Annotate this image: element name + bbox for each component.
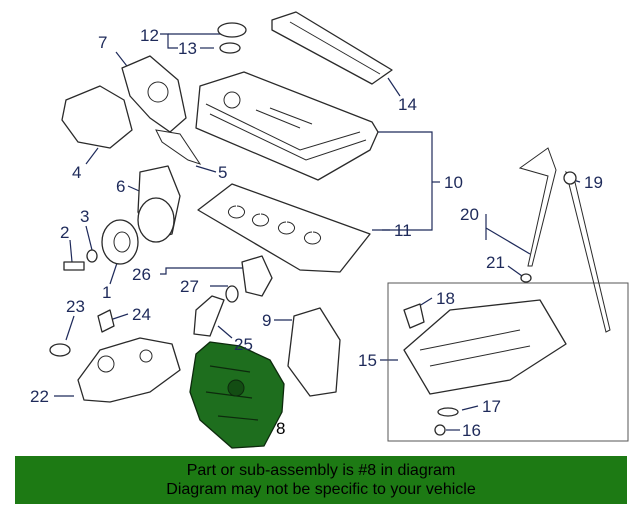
- notice-banner: Part or sub-assembly is #8 in diagram Di…: [15, 456, 627, 504]
- callout-19: 19: [584, 173, 603, 192]
- pulley-6: [137, 165, 181, 243]
- timing-cover-7: [121, 55, 187, 133]
- dipstick-19: [563, 170, 611, 333]
- callout-7: 7: [98, 33, 107, 52]
- cylinder-head: [195, 71, 379, 181]
- callout-27: 27: [180, 277, 199, 296]
- banner-line-part: Part or sub-assembly is #8 in diagram: [186, 462, 456, 479]
- callout-26: 26: [132, 265, 151, 284]
- oring-27: [225, 285, 239, 303]
- callout-20: 20: [460, 205, 479, 224]
- sensor-24: [97, 309, 115, 333]
- callout-24: 24: [132, 305, 151, 324]
- washer-3: [86, 249, 98, 263]
- callout-17: 17: [482, 397, 501, 416]
- valve-cover-gasket-11: [197, 183, 371, 273]
- valve-cover-14: [271, 11, 393, 85]
- callout-18: 18: [436, 289, 455, 308]
- callout-23: 23: [66, 297, 85, 316]
- gasket-5: [155, 129, 202, 165]
- callout-11: 11: [394, 221, 412, 240]
- callout-5: 5: [218, 163, 227, 182]
- callout-21: 21: [486, 253, 505, 272]
- oil-filter-25: [193, 295, 225, 337]
- callout-1: 1: [102, 283, 111, 302]
- callout-16: 16: [462, 421, 481, 440]
- callout-3: 3: [80, 207, 89, 226]
- dipstick-tube-20: [518, 147, 557, 267]
- crank-pulley-1: [101, 219, 139, 265]
- front-cover-8-highlighted: [189, 341, 285, 449]
- callout-13: 13: [178, 39, 197, 58]
- callout-10: 10: [444, 173, 463, 192]
- callout-8: 8: [276, 419, 285, 438]
- oil-pan-box-15: [387, 282, 629, 442]
- callout-15: 15: [358, 351, 377, 370]
- callout-6: 6: [116, 177, 125, 196]
- callout-labels: 12 13 7 14 4 5 6 10 11 2 3 1 26 27 25 24…: [30, 26, 603, 440]
- banner-line-disclaimer: Diagram may not be specific to your vehi…: [166, 481, 476, 498]
- oil-filter-housing-26: [241, 255, 273, 297]
- callout-4: 4: [72, 163, 81, 182]
- callout-9: 9: [262, 311, 271, 330]
- bolt-2: [63, 261, 85, 271]
- callout-25: 25: [234, 335, 253, 354]
- oring-23: [49, 343, 71, 357]
- oring-21: [520, 273, 532, 283]
- backing-plate-9: [287, 307, 341, 397]
- parts-diagram: 12 13 7 14 4 5 6 10 11 2 3 1 26 27 25 24…: [30, 11, 629, 449]
- timing-cover-4: [61, 85, 133, 149]
- oil-cap-12: [217, 22, 247, 54]
- water-pump-22: [77, 337, 181, 403]
- callout-2: 2: [60, 223, 69, 242]
- callout-14: 14: [398, 95, 417, 114]
- callout-22: 22: [30, 387, 49, 406]
- callout-12: 12: [140, 26, 159, 45]
